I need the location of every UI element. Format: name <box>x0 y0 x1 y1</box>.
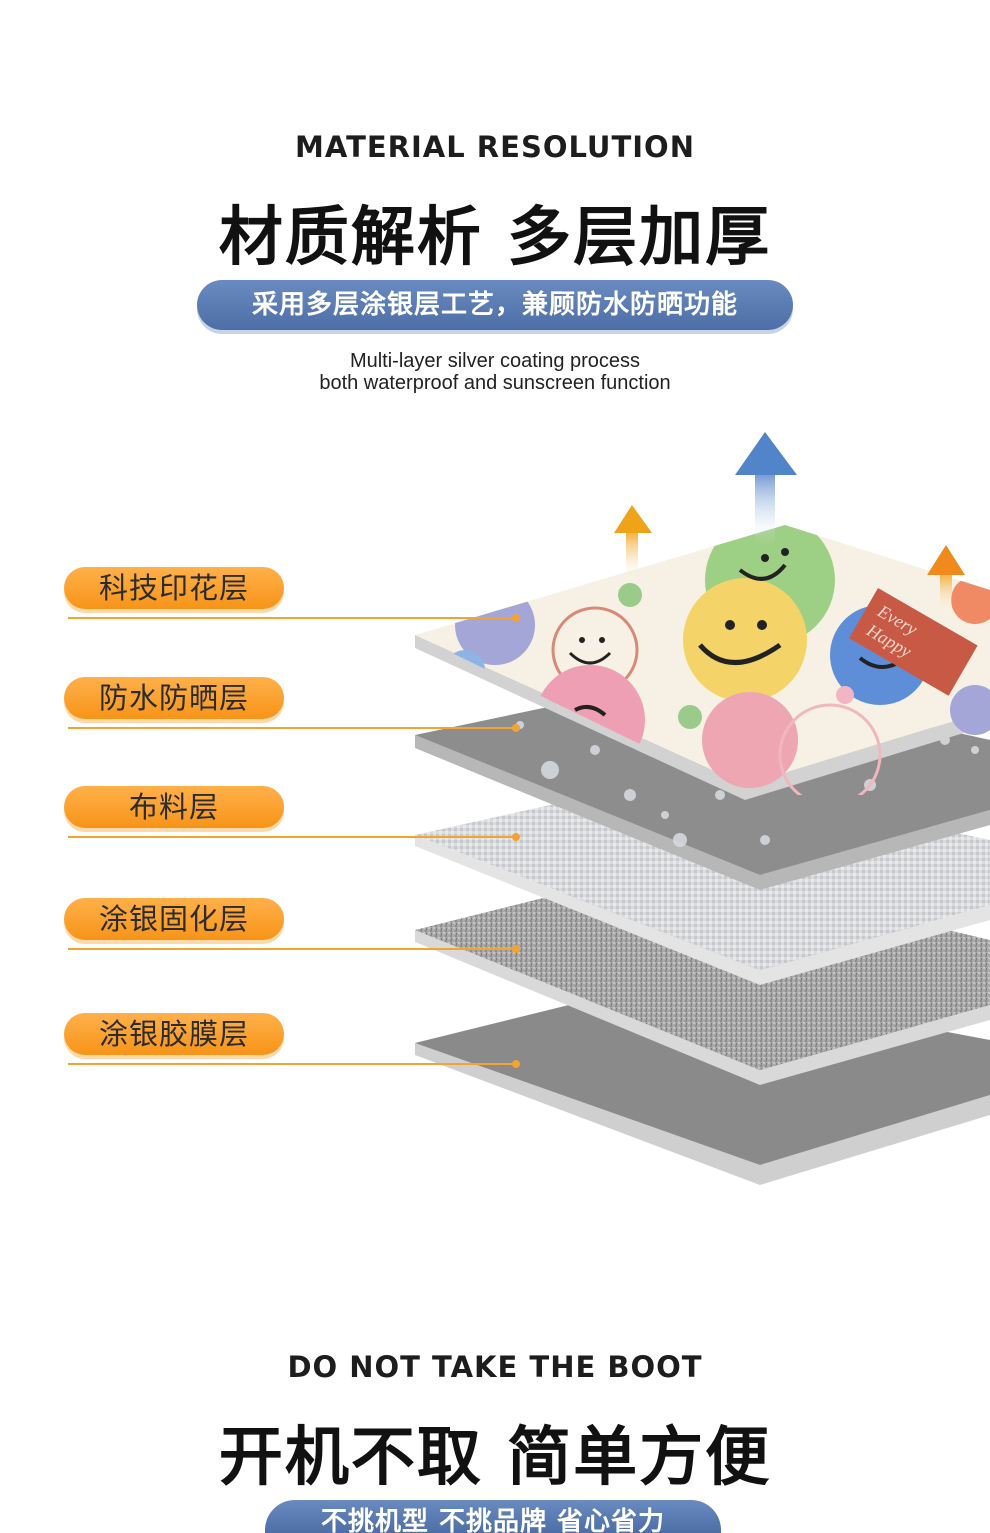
layer-label-tech-print: 科技印花层 <box>64 567 284 609</box>
leader-dot <box>512 614 520 622</box>
section-eyebrow: MATERIAL RESOLUTION <box>295 130 695 164</box>
arrow-up-icon <box>614 505 652 583</box>
arrow-up-icon <box>927 545 965 615</box>
leader-line <box>68 948 516 950</box>
layer-stack-illustration: Every Happy <box>415 432 990 1185</box>
layer-label-fabric: 布料层 <box>64 786 284 828</box>
leader-dot <box>512 945 520 953</box>
leader-dot <box>512 724 520 732</box>
layer-label-silver-cured: 涂银固化层 <box>64 898 284 940</box>
feature-subtitle-1: Multi-layer silver coating process <box>349 350 641 372</box>
print-tag: Every Happy <box>849 588 978 696</box>
feature-subtitle-2: both waterproof and sunscreen function <box>319 372 671 394</box>
section2-pill: 不挑机型 不挑品牌 省心省力 <box>265 1500 721 1533</box>
section-headline: 材质解析 多层加厚 <box>218 201 772 275</box>
leader-line <box>68 727 516 729</box>
section2-eyebrow: DO NOT TAKE THE BOOT <box>287 1350 703 1384</box>
leader-line <box>68 836 516 838</box>
leader-dot <box>512 1060 520 1068</box>
arrow-up-icon <box>735 432 797 545</box>
leader-line <box>68 1063 516 1065</box>
layer-label-silver-film: 涂银胶膜层 <box>64 1013 284 1055</box>
layer-label-waterproof: 防水防晒层 <box>64 677 284 719</box>
leader-line <box>68 617 516 619</box>
section2-headline: 开机不取 简单方便 <box>218 1421 772 1495</box>
leader-dot <box>512 833 520 841</box>
feature-pill: 采用多层涂银层工艺，兼顾防水防晒功能 <box>197 280 793 330</box>
